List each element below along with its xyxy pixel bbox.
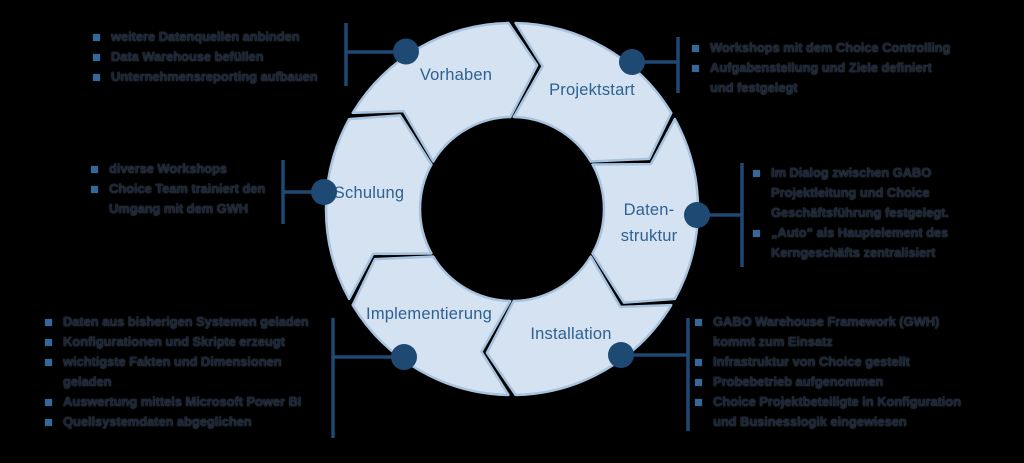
note-item-text: Aufgabenstellung und Ziele definiert und… [710, 60, 932, 95]
bullet-square-icon [695, 399, 702, 406]
note-item-text: Data Warehouse befüllen [111, 49, 264, 64]
bullet-square-icon [45, 359, 52, 366]
note-item-text: Choice Team trainiert den Umgang mit dem… [109, 181, 266, 216]
bullet-square-icon [45, 399, 52, 406]
note-item: Infrastruktur von Choice gestellt [695, 352, 1015, 372]
bullet-square-icon [93, 74, 100, 81]
note-item-text: „Auto“ als Hauptelement des Kerngeschäft… [771, 225, 949, 260]
anchor-dot-vorhaben [393, 38, 419, 65]
note-item-text: wichtigste Fakten und Dimensionen gelade… [63, 354, 282, 389]
note-item-text: diverse Workshops [109, 161, 227, 176]
note-item: diverse Workshops [91, 159, 306, 179]
bullet-square-icon [45, 419, 52, 426]
segment-installation [485, 255, 673, 397]
segment-vorhaben [351, 21, 539, 163]
bullet-square-icon [45, 319, 52, 326]
note-item: Data Warehouse befüllen [93, 47, 368, 67]
note-item-text: Auswertung mittels Microsoft Power BI [63, 394, 302, 409]
bullet-square-icon [91, 166, 98, 173]
note-item: weitere Datenquellen anbinden [93, 27, 368, 47]
bullet-square-icon [692, 65, 699, 72]
note-item: „Auto“ als Hauptelement des Kerngeschäft… [753, 223, 1003, 263]
note-block-installation: GABO Warehouse Framework (GWH) kommt zum… [695, 312, 1015, 432]
note-item-text: Choice Projektbeteiligte in Konfiguratio… [713, 394, 961, 429]
segment-implementierung [351, 255, 512, 397]
note-item-text: Workshops mit dem Choice Controlling [710, 40, 951, 55]
note-item: Aufgabenstellung und Ziele definiert und… [692, 58, 967, 98]
bullet-square-icon [753, 230, 760, 237]
note-item: Auswertung mittels Microsoft Power BI [45, 392, 355, 412]
segment-label-vorhaben: Vorhaben [420, 66, 492, 84]
note-item: Probebetrieb aufgenommen [695, 372, 1015, 392]
bullet-square-icon [93, 34, 100, 41]
bullet-square-icon [695, 379, 702, 386]
bullet-square-icon [695, 359, 702, 366]
note-item-text: Probebetrieb aufgenommen [713, 374, 884, 389]
note-item-text: GABO Warehouse Framework (GWH) kommt zum… [713, 314, 940, 349]
anchor-dot-installation [608, 342, 634, 368]
note-item-text: Daten aus bisherigen Systemen geladen [63, 314, 309, 329]
note-item-text: weitere Datenquellen anbinden [111, 29, 300, 44]
segment-schulung [324, 114, 433, 301]
anchor-dot-implementierung [391, 344, 417, 370]
bullet-square-icon [692, 45, 699, 52]
note-item-text: Unternehmensreporting aufbauen [111, 69, 318, 84]
note-item: Quellsystemdaten abgeglichen [45, 412, 355, 432]
segment-label-installation: Installation [530, 325, 611, 343]
segment-label-projektstart: Projektstart [549, 81, 635, 99]
anchor-dot-schulung [311, 179, 337, 205]
note-item-text: Konfigurationen und Skripte erzeugt [63, 334, 285, 349]
bullet-square-icon [91, 186, 98, 193]
note-item: Choice Team trainiert den Umgang mit dem… [91, 179, 306, 219]
bullet-square-icon [695, 319, 702, 326]
segment-projektstart [512, 21, 673, 163]
note-item: wichtigste Fakten und Dimensionen gelade… [45, 352, 355, 392]
note-item: Workshops mit dem Choice Controlling [692, 38, 967, 58]
segment-label-datenstruktur: Daten-struktur [621, 201, 678, 245]
segment-label-schulung: Schulung [334, 184, 404, 202]
segment-datenstruktur [591, 117, 700, 304]
note-item: Unternehmensreporting aufbauen [93, 67, 368, 87]
note-item: GABO Warehouse Framework (GWH) kommt zum… [695, 312, 1015, 352]
note-item-text: Infrastruktur von Choice gestellt [713, 354, 910, 369]
anchor-dot-datenstruktur [684, 202, 710, 228]
bullet-square-icon [93, 54, 100, 61]
note-block-datenstruktur: Im Dialog zwischen GABO Projektleitung u… [753, 163, 1003, 263]
bullet-square-icon [753, 170, 760, 177]
segment-label-implementierung: Implementierung [366, 305, 492, 323]
note-item: Konfigurationen und Skripte erzeugt [45, 332, 355, 352]
note-item: Choice Projektbeteiligte in Konfiguratio… [695, 392, 1015, 432]
note-item: Im Dialog zwischen GABO Projektleitung u… [753, 163, 1003, 223]
note-item-text: Quellsystemdaten abgeglichen [63, 414, 252, 429]
note-item: Daten aus bisherigen Systemen geladen [45, 312, 355, 332]
note-item-text: Im Dialog zwischen GABO Projektleitung u… [771, 165, 949, 220]
anchor-dot-projektstart [619, 49, 645, 75]
bullet-square-icon [45, 339, 52, 346]
